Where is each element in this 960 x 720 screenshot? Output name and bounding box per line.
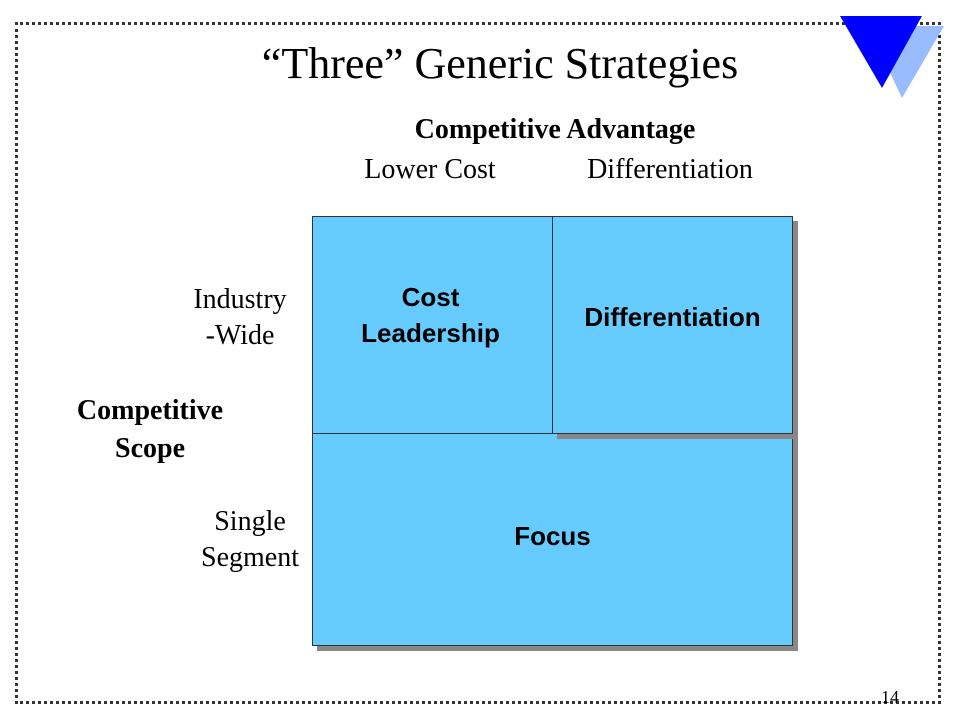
focus-label: Focus	[514, 521, 591, 551]
differentiation-cell: Differentiation	[552, 216, 793, 434]
industry-wide-label: Industry -Wide	[193, 284, 287, 351]
competitive-scope-title: Competitive Scope	[76, 395, 224, 464]
differentiation-column-label: Differentiation	[587, 154, 753, 185]
slide-frame	[15, 22, 941, 704]
single-segment-label: Single Segment	[201, 506, 299, 573]
triangle-logo-icon	[840, 16, 944, 98]
cost-leadership-cell: Cost Leadership	[312, 216, 553, 434]
competitive-advantage-title: Competitive Advantage	[414, 114, 696, 145]
focus-cell: Focus	[312, 432, 793, 646]
differentiation-cell-label: Differentiation	[584, 302, 761, 332]
cost-leadership-label: Cost Leadership	[361, 282, 500, 348]
lower-cost-label: Lower Cost	[364, 154, 496, 185]
page-number: 14	[881, 687, 899, 707]
slide-title: “Three” Generic Strategies	[261, 39, 739, 88]
